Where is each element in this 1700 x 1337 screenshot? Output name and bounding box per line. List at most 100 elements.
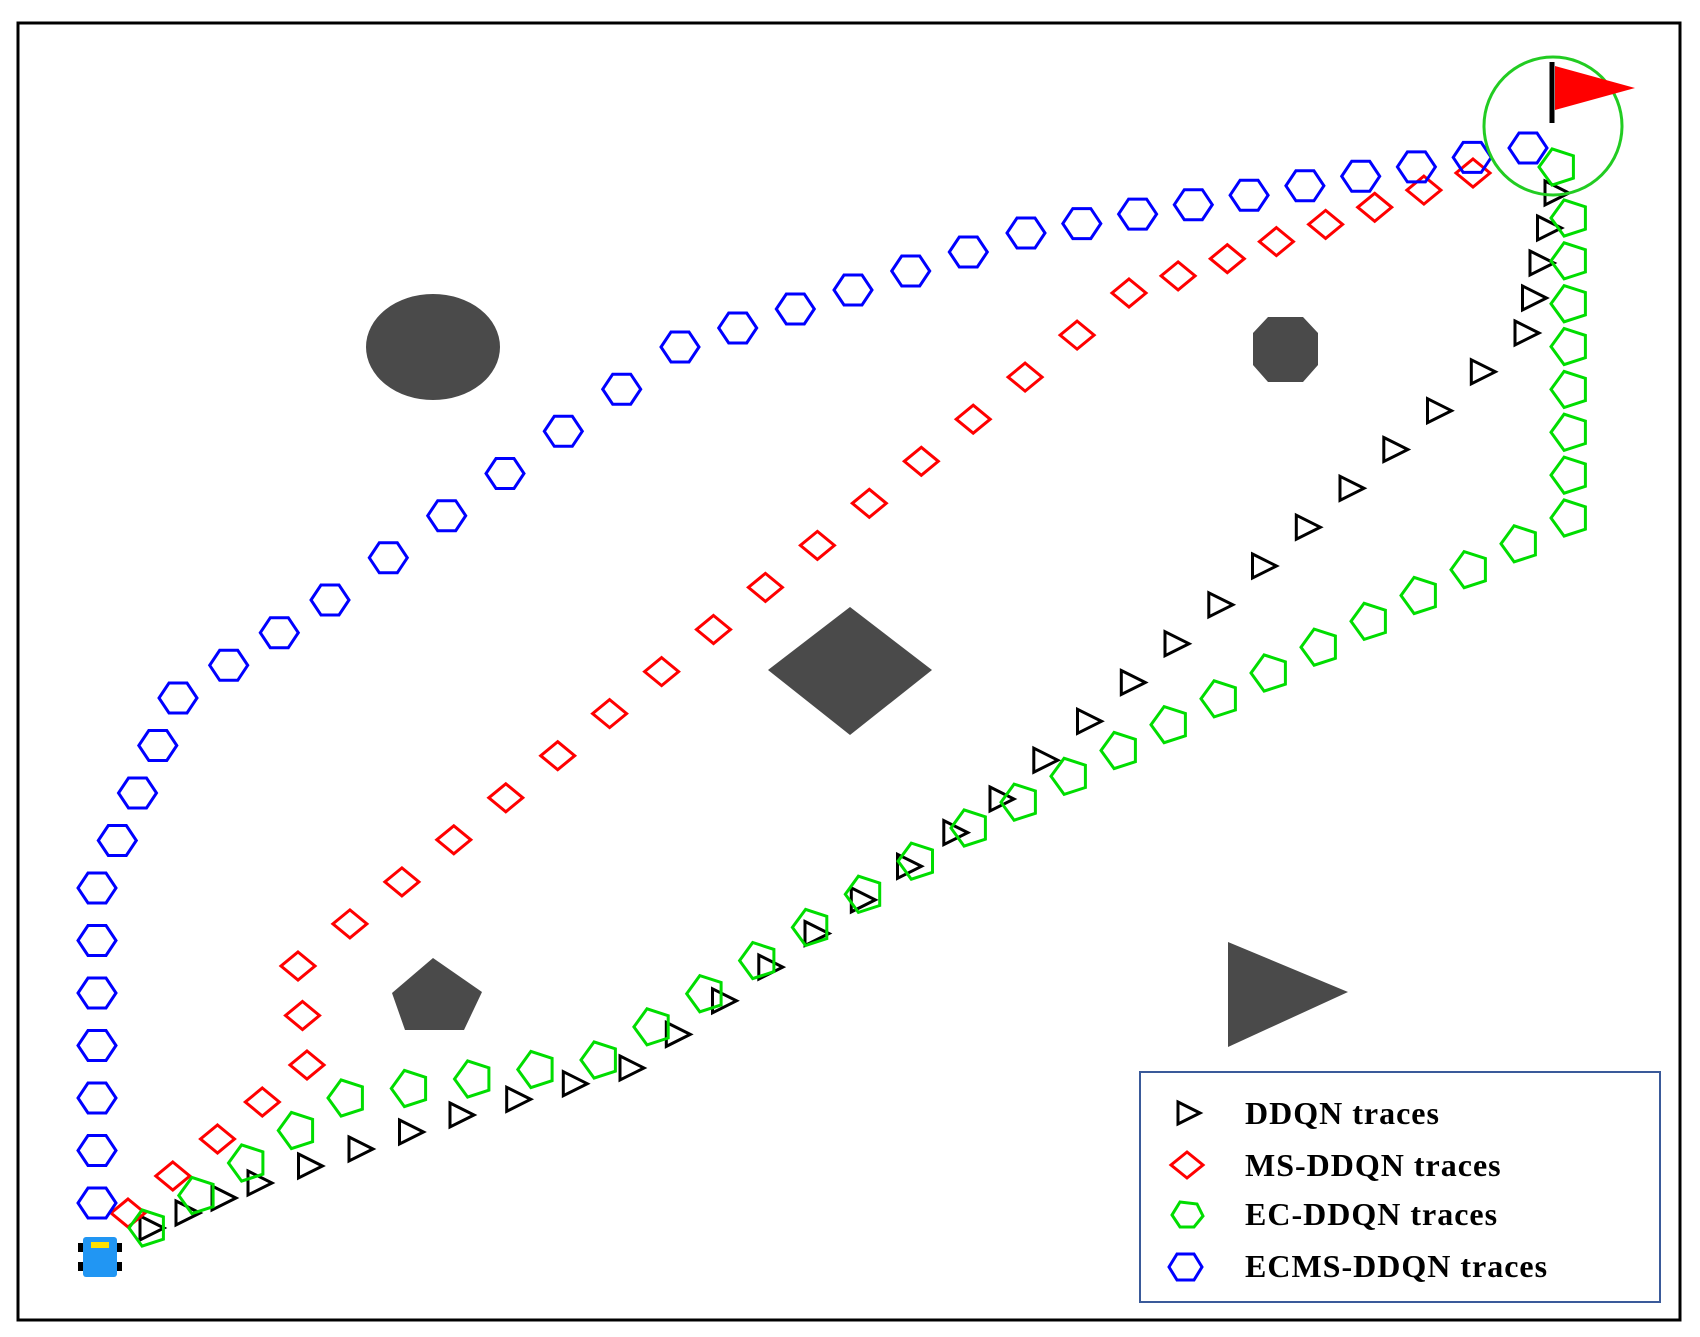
ec-ddqn-trace-marker (1549, 241, 1587, 281)
ec-ddqn-trace-marker (1499, 524, 1537, 564)
ecms-ddqn-trace-marker (1172, 188, 1215, 222)
ec-ddqn-trace-marker (226, 1143, 265, 1183)
ec-ddqn-trace-marker (1549, 369, 1587, 410)
ms-ddqn-trace-marker (382, 865, 422, 898)
ms-ddqn-trace-marker (1109, 277, 1149, 309)
ecms-ddqn-trace-marker (157, 681, 199, 715)
ecms-ddqn-trace-marker (889, 254, 932, 288)
ecms-ddqn-trace-marker (76, 1081, 118, 1115)
ms-ddqn-trace-marker (1057, 319, 1097, 352)
obstacle-pentagon (392, 958, 482, 1030)
ec-ddqn-trace-marker (389, 1068, 428, 1109)
ec-ddqn-trace-marker (452, 1059, 491, 1099)
ms-ddqn-trace-marker (1005, 361, 1045, 394)
ec-ddqn-trace-marker (790, 907, 829, 948)
ms-ddqn-trace-marker (486, 781, 526, 814)
ddqn-trace-marker (942, 818, 972, 848)
ec-ddqn-trace-marker (1549, 198, 1587, 238)
legend-label-ddqn: DDQN traces (1245, 1095, 1440, 1131)
ms-ddqn-traces (108, 157, 1493, 1229)
ms-ddqn-trace-marker (1158, 259, 1198, 292)
ddqn-trace-marker (1207, 590, 1237, 620)
ms-ddqn-trace-marker (1207, 242, 1247, 275)
diamond-outline-icon (1168, 1150, 1206, 1180)
legend-item-ms-ddqn: MS-DDQN traces (1168, 1147, 1501, 1183)
obstacle-diamond (768, 607, 932, 735)
ms-ddqn-trace-marker (694, 613, 733, 646)
ddqn-trace-marker (1119, 668, 1149, 697)
ecms-ddqn-trace-marker (1507, 131, 1549, 165)
ms-ddqn-trace-marker (590, 697, 629, 730)
ecms-ddqn-trace-marker (1451, 140, 1494, 174)
ecms-ddqn-trace-marker (600, 372, 643, 406)
ddqn-trace-marker (138, 1213, 168, 1243)
ecms-ddqn-trace-marker (1284, 169, 1326, 203)
ecms-ddqn-trace-marker (425, 499, 468, 533)
ecms-ddqn-trace-marker (309, 583, 351, 617)
legend-item-ecms-ddqn: ECMS-DDQN traces (1167, 1248, 1547, 1284)
ddqn-trace-marker (1338, 473, 1368, 503)
ms-ddqn-trace-marker (1306, 208, 1345, 241)
ddqn-trace-marker (505, 1084, 535, 1114)
legend-label-ec-ddqn: EC-DDQN traces (1245, 1196, 1498, 1232)
ecms-ddqn-trace-marker (484, 457, 526, 490)
ecms-ddqn-trace-marker (1339, 159, 1382, 193)
ecms-ddqn-trace-marker (832, 273, 874, 307)
ddqn-trace-marker (561, 1069, 591, 1099)
ec-ddqn-trace-marker (949, 808, 987, 848)
ecms-ddqn-trace-marker (207, 648, 250, 682)
ms-ddqn-trace-marker (1355, 191, 1395, 224)
ecms-ddqn-trace-marker (76, 924, 118, 957)
ecms-ddqn-trace-marker (716, 311, 759, 345)
ecms-ddqn-trace-marker (116, 776, 159, 810)
ecms-ddqn-trace-marker (258, 616, 301, 650)
ddqn-trace-marker (618, 1053, 648, 1083)
ec-ddqn-trace-marker (176, 1175, 215, 1216)
triangle-right-outline-icon (1176, 1099, 1204, 1127)
ms-ddqn-trace-marker (1404, 174, 1444, 207)
ms-ddqn-trace-marker (901, 445, 941, 478)
ms-ddqn-trace-marker (287, 1049, 327, 1081)
ec-ddqn-trace-marker (579, 1040, 617, 1080)
ecms-ddqn-trace-marker (96, 824, 139, 857)
obstacle-octagon (1253, 317, 1318, 382)
ec-ddqn-trace-marker (276, 1110, 315, 1151)
ddqn-trace-marker (1513, 318, 1543, 348)
ec-ddqn-trace-marker (1199, 679, 1237, 719)
obstacle-ellipse (366, 294, 500, 400)
ms-ddqn-trace-marker (642, 655, 681, 688)
ecms-ddqn-trace-marker (76, 1029, 118, 1062)
ecms-ddqn-trace-marker (1060, 207, 1103, 241)
ms-ddqn-trace-marker (953, 403, 993, 436)
ddqn-trace-marker (448, 1100, 478, 1130)
ddqn-trace-marker (1076, 706, 1105, 736)
ec-ddqn-trace-marker (684, 973, 723, 1014)
ec-ddqn-trace-marker (737, 940, 776, 981)
ec-ddqn-trace-marker (896, 841, 934, 881)
legend: DDQN traces MS-DDQN traces EC-DDQN trace… (1139, 1071, 1661, 1303)
ecms-ddqn-trace-marker (76, 1134, 118, 1167)
ec-ddqn-trace-marker (1537, 147, 1575, 187)
ms-ddqn-trace-marker (538, 739, 578, 772)
ec-ddqn-traces (127, 147, 1587, 1248)
ddqn-trace-marker (711, 986, 740, 1016)
ecms-ddqn-trace-marker (947, 235, 990, 269)
ddqn-trace-marker (1032, 745, 1062, 775)
ec-ddqn-trace-marker (1399, 575, 1437, 616)
ddqn-trace-marker (664, 1019, 694, 1049)
robot-wheel (116, 1243, 122, 1252)
ddqn-trace-marker (896, 851, 925, 881)
ms-ddqn-trace-marker (746, 571, 785, 604)
robot-marker (91, 1242, 109, 1248)
robot-wheel (116, 1262, 122, 1271)
ms-ddqn-trace-marker (278, 950, 318, 982)
ec-ddqn-trace-marker (1549, 412, 1587, 453)
goal-flag-icon (1482, 55, 1635, 197)
ddqn-trace-marker (1469, 357, 1499, 387)
goal-circle (1482, 55, 1624, 197)
robot-icon (78, 1237, 122, 1277)
ddqn-trace-marker (1382, 435, 1412, 464)
ms-ddqn-trace-marker (1257, 225, 1296, 258)
ecms-ddqn-trace-marker (136, 729, 179, 762)
